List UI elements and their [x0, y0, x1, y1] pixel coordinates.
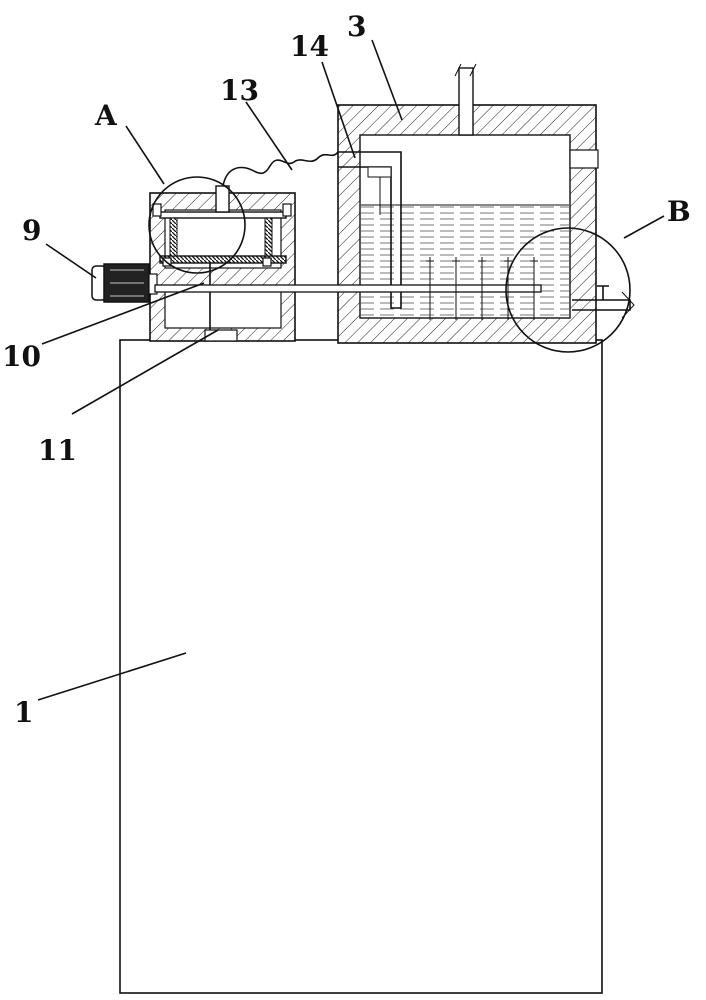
left-housing: [149, 185, 296, 342]
hose-13: [222, 151, 339, 187]
main-body: [119, 339, 603, 994]
pipe-14: [338, 151, 402, 309]
overflow-port: [569, 149, 599, 169]
agitator-shaft: [154, 257, 542, 320]
outlet-11: [204, 329, 238, 342]
label-3: 3: [347, 10, 366, 43]
spring-left: [169, 217, 178, 257]
label-9: 9: [22, 214, 41, 247]
label-10: 10: [2, 340, 41, 373]
filter-plate: [159, 211, 287, 219]
label-11: 11: [38, 434, 77, 467]
label-1: 1: [14, 696, 33, 729]
nozzle: [215, 185, 230, 213]
leader-lines: [37, 39, 665, 701]
left-housing-interior-lower: [164, 289, 282, 329]
label-b: B: [667, 195, 691, 228]
label-14: 14: [290, 30, 329, 63]
detail-circle-a: [148, 176, 246, 274]
detail-circle-b: [505, 227, 631, 353]
label-a: A: [94, 99, 118, 132]
filter-plate-lower: [159, 255, 287, 264]
tank: [337, 63, 599, 344]
inlet-pipe: [458, 67, 474, 136]
motor: [91, 263, 158, 303]
label-13: 13: [220, 74, 259, 107]
spring-right: [264, 217, 273, 257]
